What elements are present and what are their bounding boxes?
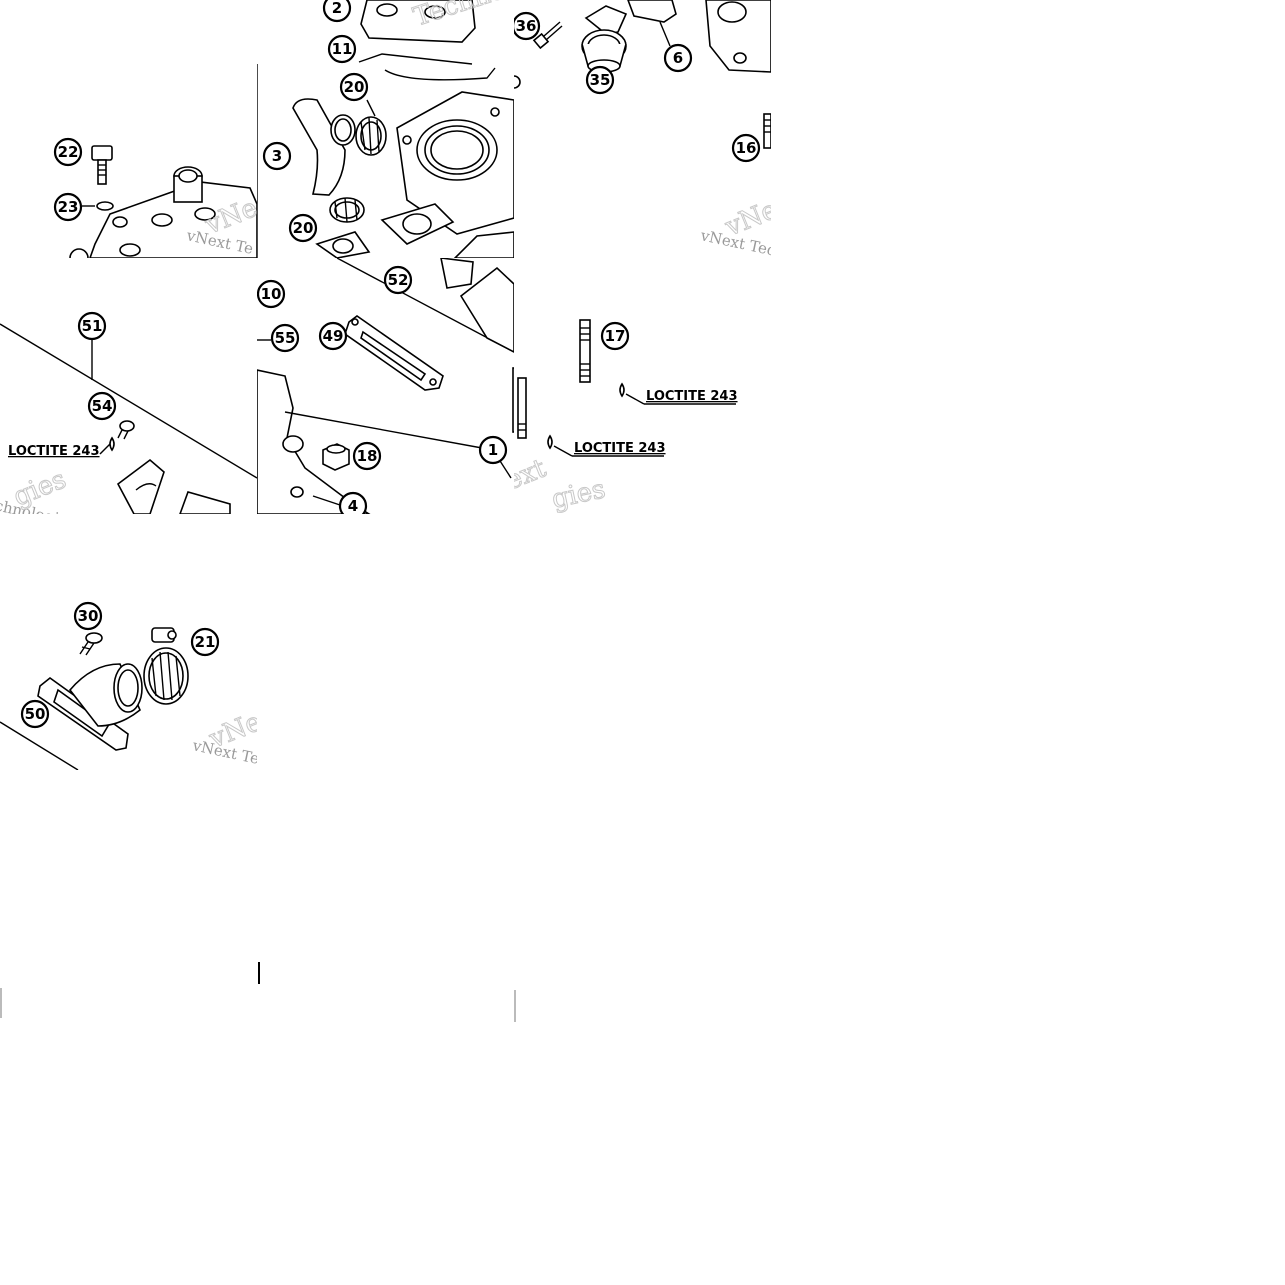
svg-text:4: 4 — [348, 497, 358, 514]
loctite-drop — [619, 382, 625, 398]
bolt-36-part — [532, 21, 563, 50]
crankcase-drawing: 10 55 49 18 1 4 52 — [257, 258, 514, 514]
callout-51: 51 — [77, 311, 107, 341]
crankcase-part — [257, 369, 371, 514]
svg-text:2: 2 — [332, 0, 342, 17]
svg-text:17: 17 — [605, 327, 626, 345]
callout-23: 23 — [53, 192, 83, 222]
tile-cylinder: 2 11 20 3 20 Techno — [257, 0, 514, 258]
svg-text:21: 21 — [195, 633, 216, 651]
callout-11: 11 — [327, 34, 357, 64]
loctite-note: LOCTITE 243 — [8, 444, 100, 459]
tile-intake-manifold: 30 21 50 vNext Te vNe — [0, 514, 257, 770]
svg-text:51: 51 — [82, 317, 103, 335]
callout-52: 52 — [383, 265, 413, 295]
callout-4: 4 — [338, 491, 368, 514]
tile-intake-flange: 36 6 35 16 vNext Tec vNe — [514, 0, 771, 258]
coolant-hose-part — [292, 98, 346, 196]
svg-text:35: 35 — [590, 71, 611, 89]
callout-3: 3 — [262, 141, 292, 171]
svg-text:3: 3 — [272, 147, 282, 165]
watermark-outline: ext — [514, 453, 551, 496]
svg-text:54: 54 — [92, 397, 113, 415]
callout-21: 21 — [190, 627, 220, 657]
svg-text:23: 23 — [58, 198, 79, 216]
svg-text:20: 20 — [293, 219, 314, 237]
gasket-49-part — [344, 315, 444, 391]
loctite-note: LOCTITE 243 — [646, 389, 738, 404]
callout-30: 30 — [73, 601, 103, 631]
cylinder-head-drawing: 22 23 vNext Te vNe — [53, 137, 257, 258]
tile-reed-cover: 51 54 LOCTITE 243 chnologies gies — [0, 258, 257, 514]
callout-16: 16 — [731, 133, 761, 163]
callout-20-upper: 20 — [339, 72, 369, 102]
intake-manifold-part — [37, 663, 143, 751]
tile-cylinder-head: 22 23 vNext Te vNe — [0, 64, 257, 258]
svg-text:49: 49 — [323, 327, 344, 345]
tile-studs: 17 LOCTITE 243 LOCTITE 243 gies ext — [514, 258, 771, 514]
svg-text:36: 36 — [516, 17, 537, 35]
cylinder-head-body — [89, 181, 257, 258]
callout-54: 54 — [87, 391, 117, 421]
hose-clamp-21-part — [143, 627, 189, 705]
callout-10: 10 — [257, 279, 286, 309]
svg-text:18: 18 — [357, 447, 378, 465]
callout-17: 17 — [600, 321, 630, 351]
svg-text:52: 52 — [388, 271, 409, 289]
loctite-drop — [547, 434, 553, 450]
callout-49: 49 — [318, 321, 348, 351]
scan-artifact — [258, 962, 260, 984]
callout-55: 55 — [270, 323, 300, 353]
callout-35: 35 — [585, 65, 615, 95]
callout-50: 50 — [20, 699, 50, 729]
bolt-30-part — [79, 632, 103, 656]
nut-18-part — [322, 443, 350, 471]
callout-1: 1 — [478, 435, 508, 465]
intake-manifold-drawing: 30 21 50 vNext Te vNe — [0, 601, 257, 770]
cylinder-drawing: 2 11 20 3 20 Techno — [257, 0, 514, 258]
washer-23-part — [96, 201, 114, 211]
scan-artifact — [0, 988, 2, 1018]
loctite-note: LOCTITE 243 — [574, 441, 666, 456]
callout-2: 2 — [322, 0, 352, 23]
loctite-drop — [109, 436, 115, 452]
svg-text:30: 30 — [78, 607, 99, 625]
callout-20-lower: 20 — [288, 213, 318, 243]
watermark-outline: gies — [549, 474, 608, 514]
stud-17-part — [579, 319, 591, 383]
svg-text:55: 55 — [275, 329, 296, 347]
svg-text:22: 22 — [58, 143, 79, 161]
svg-text:50: 50 — [25, 705, 46, 723]
callout-6: 6 — [663, 43, 693, 73]
intake-flange-drawing: 36 6 35 16 vNext Tec vNe — [514, 0, 771, 258]
callout-36: 36 — [514, 11, 541, 41]
callout-22: 22 — [53, 137, 83, 167]
svg-text:6: 6 — [673, 49, 683, 67]
hose-clamp-upper-part — [355, 116, 387, 156]
hose-clamp-lower-part — [329, 197, 365, 223]
svg-text:20: 20 — [344, 78, 365, 96]
screw-54-part — [117, 420, 135, 440]
svg-text:16: 16 — [736, 139, 757, 157]
reed-cover-drawing: 51 54 LOCTITE 243 chnologies gies — [0, 311, 257, 514]
svg-text:11: 11 — [332, 40, 353, 58]
tile-crankcase: 10 55 49 18 1 4 52 — [257, 258, 514, 514]
studs-drawing: 17 LOCTITE 243 LOCTITE 243 gies ext — [514, 319, 738, 514]
stud-1-part — [517, 377, 527, 439]
svg-text:10: 10 — [261, 285, 282, 303]
stud-16-part — [763, 113, 771, 149]
gasket-6-part — [627, 0, 677, 23]
scan-artifact — [514, 990, 516, 1022]
svg-text:1: 1 — [488, 441, 498, 459]
bolt-22-part — [91, 145, 113, 185]
callout-18: 18 — [352, 441, 382, 471]
